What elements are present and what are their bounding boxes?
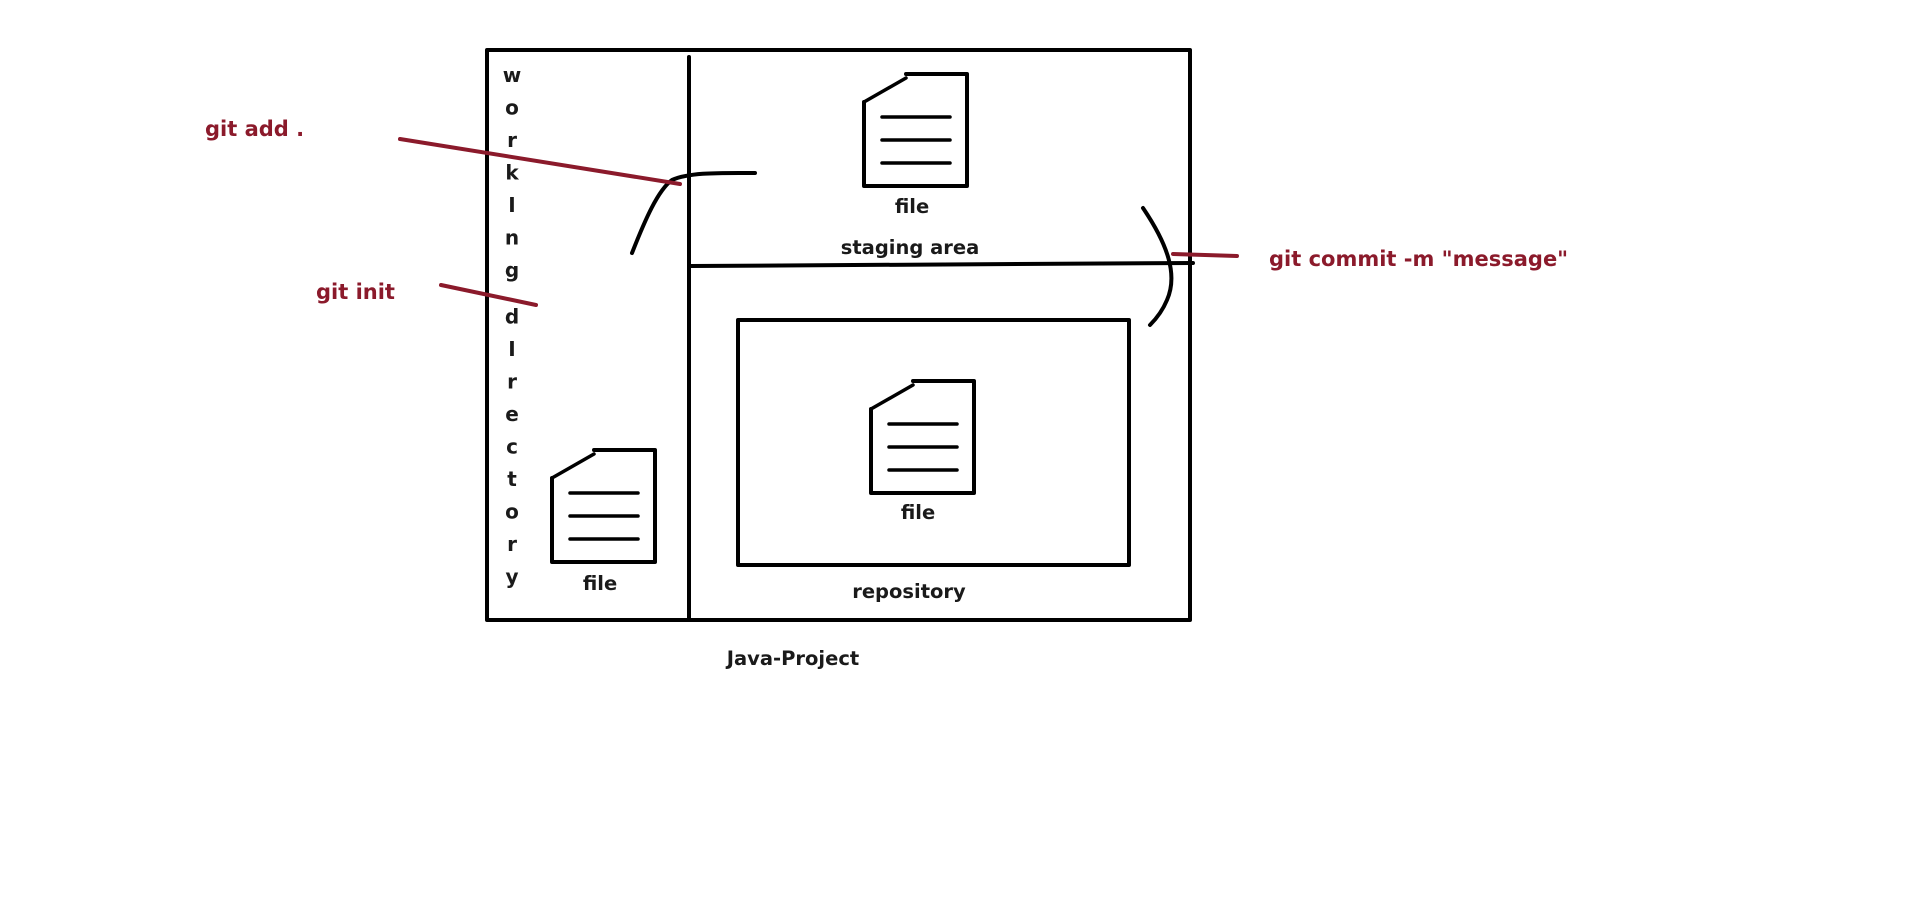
working-directory-letter: o — [505, 96, 519, 120]
git-init-pointer — [439, 283, 538, 307]
file-label-working: file — [583, 572, 617, 595]
project-box — [485, 48, 1192, 622]
document-icon — [862, 72, 969, 188]
working-directory-letter: k — [505, 161, 519, 185]
file-label-repository: file — [901, 501, 935, 524]
working-directory-letter: I — [508, 337, 515, 361]
working-directory-letter: d — [505, 305, 519, 329]
working-directory-letter: e — [505, 402, 519, 426]
working-directory-letter: g — [505, 258, 519, 282]
working-directory-letter: y — [505, 565, 518, 589]
document-icon — [550, 448, 657, 564]
project-label: Java-Project — [725, 647, 859, 670]
working-directory-letter: n — [505, 226, 519, 250]
git-commit-pointer — [1171, 252, 1239, 258]
staging-area-label: staging area — [841, 236, 980, 259]
document-icon — [869, 379, 976, 495]
git-commit-command: git commit -m "message" — [1269, 247, 1568, 271]
git-add-command: git add . — [205, 117, 304, 141]
add-arrow-curve — [630, 170, 757, 255]
repository-label: repository — [852, 580, 966, 603]
working-directory-letter: w — [503, 63, 521, 87]
working-directory-letter: o — [505, 500, 519, 524]
working-directory-letter: I — [508, 193, 515, 217]
file-label-staging: file — [895, 195, 929, 218]
working-directory-letter: r — [507, 128, 517, 152]
repository-box — [736, 318, 1131, 567]
git-init-command: git init — [316, 280, 395, 304]
working-directory-letter: c — [506, 435, 518, 459]
commit-bracket-curve — [1141, 206, 1174, 327]
working-directory-letter: r — [507, 532, 517, 556]
working-directory-letter: t — [507, 467, 517, 491]
git-add-pointer — [398, 137, 682, 186]
staging-area-divider — [689, 261, 1195, 268]
working-directory-letter: r — [507, 370, 517, 394]
